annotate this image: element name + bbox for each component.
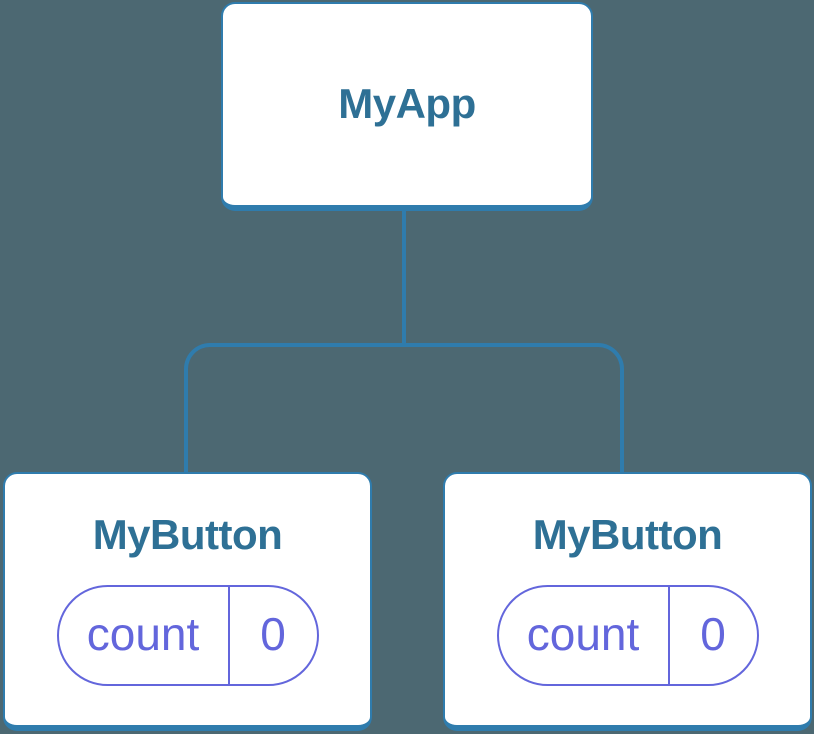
- state-badge: count 0: [56, 584, 319, 686]
- connector-branch-lines: [184, 343, 624, 472]
- node-mybutton-right: MyButton count 0: [443, 472, 812, 731]
- state-name: count: [86, 607, 200, 660]
- node-title: MyButton: [532, 511, 723, 559]
- node-mybutton-left: MyButton count 0: [3, 472, 372, 731]
- state-value: 0: [227, 586, 317, 684]
- state-name: count: [526, 607, 640, 660]
- connector-trunk-line: [402, 211, 406, 347]
- node-myapp: MyApp: [221, 2, 593, 211]
- node-title: MyApp: [338, 80, 476, 128]
- node-title: MyButton: [92, 511, 283, 559]
- state-value: 0: [667, 586, 757, 684]
- state-badge: count 0: [496, 584, 759, 686]
